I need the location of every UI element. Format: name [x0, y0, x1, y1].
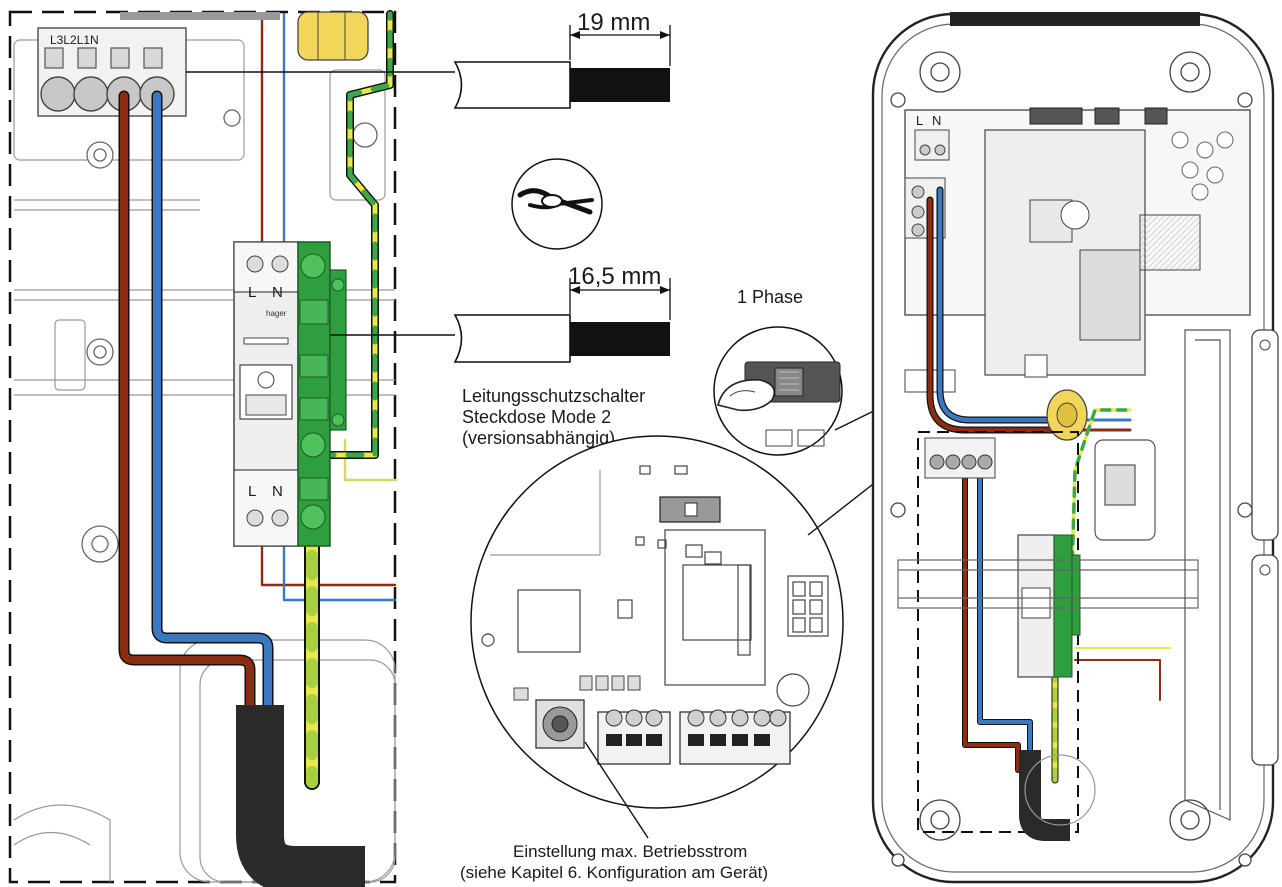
- green-terminal-strip: [297, 241, 347, 547]
- mcb-top-l-label: L: [248, 284, 256, 301]
- terminal-block-label: L3L2L1N: [50, 33, 99, 47]
- mcb-bottom-l-label: L: [248, 483, 256, 500]
- mcb-top-n-label: N: [272, 284, 283, 301]
- rotary-current-switch: [535, 699, 585, 749]
- phase-switch-label: 1 Phase: [737, 287, 803, 307]
- circuit-breaker: L N hager L N: [233, 241, 299, 547]
- phase-switch-detail: 1 Phase: [713, 287, 843, 456]
- mcb-callout-line1: Leitungsschutzschalter: [462, 386, 645, 406]
- main-supply-cable: [236, 705, 365, 887]
- mcb-bottom-n-label: N: [272, 483, 283, 500]
- device-terminal-block: [924, 437, 996, 479]
- device-mcb: [1017, 534, 1081, 678]
- current-setting-line2: (siehe Kapitel 6. Konfiguration am Gerät…: [460, 863, 768, 882]
- strip-length-bottom: 16,5 mm: [330, 263, 671, 363]
- mcb-callout-line3: (versionsabhängig): [462, 428, 615, 448]
- device-screws: [890, 51, 1253, 867]
- crimp-tool-detail: [511, 158, 603, 250]
- housing-outline: [13, 39, 396, 883]
- device-l-label: L: [916, 113, 923, 128]
- device-overview: L N: [871, 12, 1279, 884]
- terminal-block-l3l2l1n: L3L2L1N: [37, 27, 187, 117]
- device-ferrite: [1046, 389, 1088, 441]
- pcb-terminal-blocks: [597, 709, 791, 765]
- mcb-callout-line2: Steckdose Mode 2: [462, 407, 611, 427]
- device-din-rail: [897, 559, 1199, 609]
- strip-length-19mm: 19 mm: [577, 9, 650, 36]
- device-pcb: [904, 107, 1251, 393]
- strip-length-16-5mm: 16,5 mm: [568, 263, 661, 290]
- mcb-brand: hager: [266, 309, 287, 318]
- device-supply-cable: [1019, 750, 1070, 841]
- left-detail-view: L3L2L1N: [8, 10, 397, 887]
- detail-screws: [81, 109, 378, 563]
- current-setting-line1: Einstellung max. Betriebsstrom: [513, 842, 747, 861]
- strip-length-top: 19 mm: [186, 9, 671, 109]
- current-setting-callout: Einstellung max. Betriebsstrom (siehe Ka…: [460, 842, 768, 882]
- device-n-label: N: [932, 113, 941, 128]
- mcb-callout-text: Leitungsschutzschalter Steckdose Mode 2 …: [462, 386, 645, 448]
- pcb-detail-circle: [470, 435, 844, 839]
- device-detail-area: [917, 431, 1079, 833]
- top-cable-stub: [120, 12, 280, 20]
- device-side-rail: [1094, 329, 1231, 821]
- detail-wires: [118, 10, 397, 790]
- ferrite-core-top: [297, 11, 369, 61]
- detail-dashed-border: [8, 10, 397, 884]
